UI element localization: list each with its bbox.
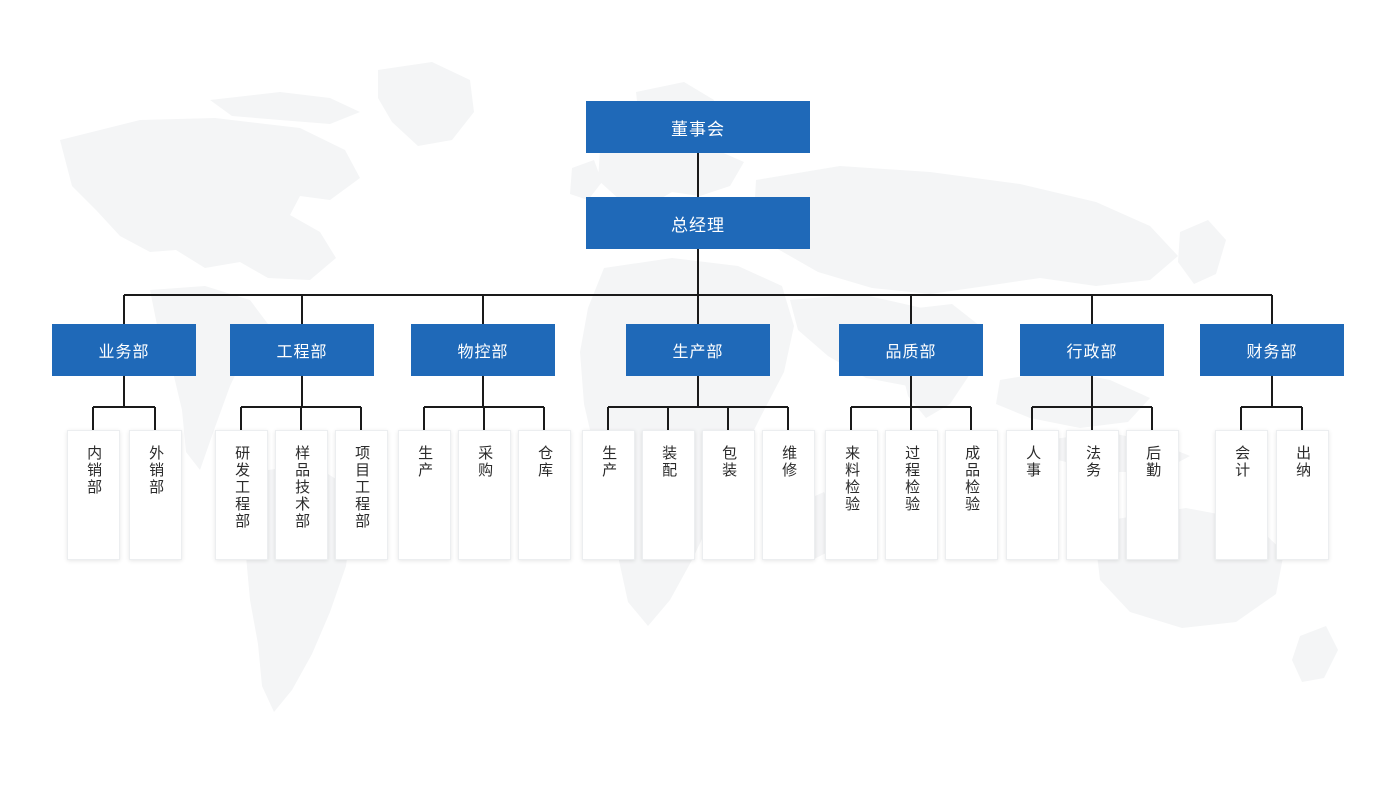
node-label: 生产 [416, 445, 434, 479]
node-label: 包装 [720, 445, 738, 479]
node-unit-incoming-inspection[interactable]: 来料检验 [825, 430, 878, 560]
node-label: 样品技术部 [293, 445, 311, 530]
node-label: 生产部 [672, 344, 724, 361]
node-label: 成品检验 [963, 445, 981, 513]
node-label: 研发工程部 [233, 445, 251, 530]
node-department-administration[interactable]: 行政部 [1020, 324, 1164, 376]
node-unit-purchasing[interactable]: 采购 [458, 430, 511, 560]
node-label: 生产 [600, 445, 618, 479]
node-label: 总经理 [671, 215, 725, 235]
node-unit-maintenance[interactable]: 维修 [762, 430, 815, 560]
node-department-finance[interactable]: 财务部 [1200, 324, 1344, 376]
node-label: 行政部 [1066, 344, 1118, 361]
node-label: 人事 [1024, 445, 1042, 479]
node-label: 内销部 [85, 445, 103, 496]
node-label: 董事会 [671, 119, 725, 139]
node-unit-domestic-sales[interactable]: 内销部 [67, 430, 120, 560]
node-label: 来料检验 [843, 445, 861, 513]
node-board-of-directors[interactable]: 董事会 [586, 101, 810, 153]
node-label: 财务部 [1246, 344, 1298, 361]
node-label: 外销部 [147, 445, 165, 496]
node-unit-final-inspection[interactable]: 成品检验 [945, 430, 998, 560]
node-unit-project-engineering[interactable]: 项目工程部 [335, 430, 388, 560]
node-department-quality[interactable]: 品质部 [839, 324, 983, 376]
node-label: 采购 [476, 445, 494, 479]
node-unit-process-inspection[interactable]: 过程检验 [885, 430, 938, 560]
node-unit-legal-affairs[interactable]: 法务 [1066, 430, 1119, 560]
node-unit-human-resources[interactable]: 人事 [1006, 430, 1059, 560]
node-label: 装配 [660, 445, 678, 479]
node-unit-overseas-sales[interactable]: 外销部 [129, 430, 182, 560]
node-unit-sample-technology[interactable]: 样品技术部 [275, 430, 328, 560]
node-label: 后勤 [1144, 445, 1162, 479]
node-unit-assembly[interactable]: 装配 [642, 430, 695, 560]
node-unit-warehouse[interactable]: 仓库 [518, 430, 571, 560]
node-label: 工程部 [276, 344, 328, 361]
node-label: 维修 [780, 445, 798, 479]
node-department-sales[interactable]: 业务部 [52, 324, 196, 376]
node-department-engineering[interactable]: 工程部 [230, 324, 374, 376]
node-unit-production[interactable]: 生产 [582, 430, 635, 560]
node-label: 过程检验 [903, 445, 921, 513]
node-unit-mc-production[interactable]: 生产 [398, 430, 451, 560]
node-unit-accounting[interactable]: 会计 [1215, 430, 1268, 560]
node-department-production[interactable]: 生产部 [626, 324, 770, 376]
node-department-material-control[interactable]: 物控部 [411, 324, 555, 376]
node-unit-logistics-support[interactable]: 后勤 [1126, 430, 1179, 560]
node-label: 仓库 [536, 445, 554, 479]
node-unit-packaging[interactable]: 包装 [702, 430, 755, 560]
node-label: 物控部 [457, 344, 509, 361]
node-label: 项目工程部 [353, 445, 371, 530]
node-label: 法务 [1084, 445, 1102, 479]
node-label: 品质部 [885, 344, 937, 361]
node-unit-cashier[interactable]: 出纳 [1276, 430, 1329, 560]
node-label: 会计 [1233, 445, 1251, 479]
node-label: 业务部 [98, 344, 150, 361]
node-label: 出纳 [1294, 445, 1312, 479]
node-general-manager[interactable]: 总经理 [586, 197, 810, 249]
node-unit-rd-engineering[interactable]: 研发工程部 [215, 430, 268, 560]
